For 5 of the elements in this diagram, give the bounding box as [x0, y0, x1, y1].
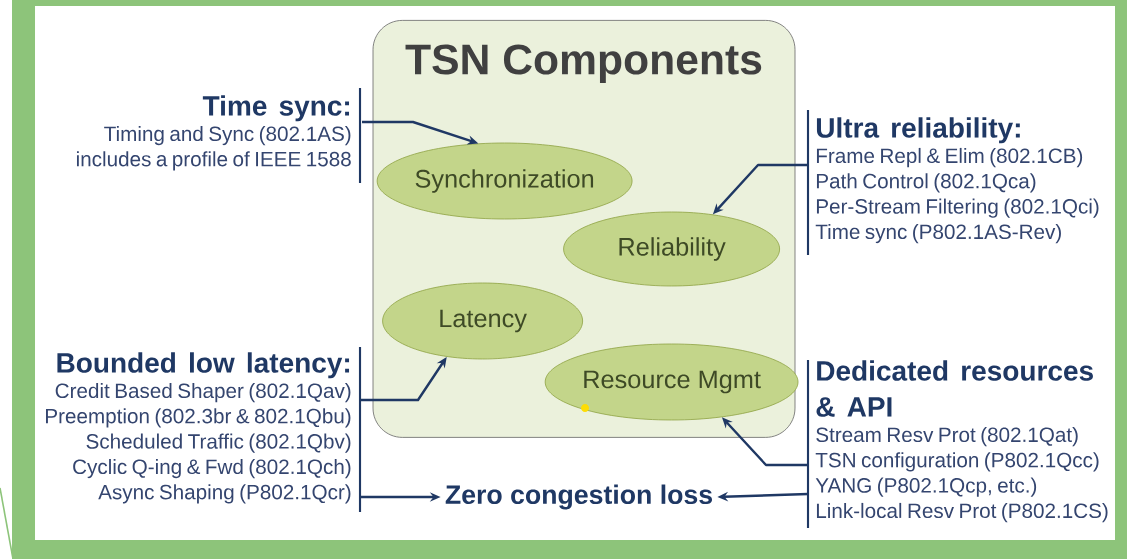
feature-list: Dedicated resources & API Stream Resv Prot (802.1Qat) TSN configuration (P802.1Qcc) YANG (P802.1Qcp, etc.) Link-local Resv Prot (P802.1CS)	[815, 360, 1108, 523]
feature-list: Bounded low latency: Credit Based Shaper (802.1Qav) Preemption (802.3br & 802.1Qbu) Scheduled Traffic (802.1Qbv) Cyclic Q-ing & Fwd (802.1Qch) Async Shaping (P802.1Qcr)	[46, 352, 351, 504]
feature-list: Time sync: Timing and Sync (802.1AS) includes a profile of IEEE 1588	[77, 95, 351, 171]
goal-text: Zero congestion loss	[445, 484, 712, 510]
feature-list: Ultra reliability: Frame Repl & Elim (802.1CB) Path Control (802.1Qca) Per-Stream Filtering (802.1Qci) Time sync (P802.1AS-Rev)	[815, 117, 1099, 244]
